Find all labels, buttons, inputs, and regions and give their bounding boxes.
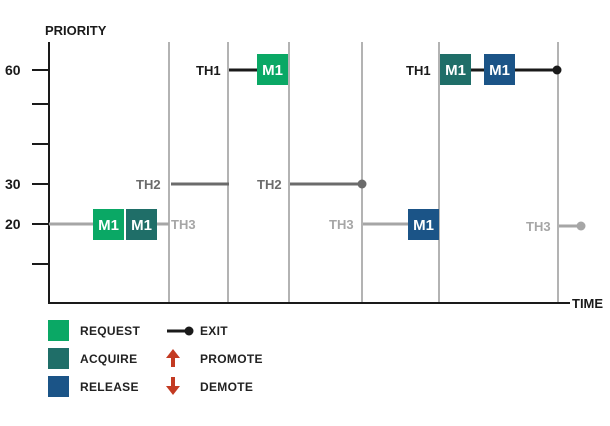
legend-promote-label: PROMOTE xyxy=(200,352,263,366)
legend-demote-label: DEMOTE xyxy=(200,380,253,394)
th2-label: TH2 xyxy=(257,177,282,192)
th1-label: TH1 xyxy=(196,63,221,78)
legend-release-swatch xyxy=(48,376,69,397)
th3-label: TH3 xyxy=(171,217,196,232)
legend-acquire-swatch xyxy=(48,348,69,369)
m1-request-box xyxy=(257,54,288,85)
legend-exit-label: EXIT xyxy=(200,324,228,338)
m1-request-label: M1 xyxy=(98,217,119,234)
promote-arrow-icon xyxy=(166,349,180,367)
th1-label: TH1 xyxy=(406,63,431,78)
legend-acquire-label: ACQUIRE xyxy=(80,352,137,366)
th2-exit-dot xyxy=(357,179,367,189)
m1-acquire-label: M1 xyxy=(131,217,152,234)
m1-request-label: M1 xyxy=(262,62,283,79)
m1-acquire-box xyxy=(126,209,157,240)
m1-release-box xyxy=(484,54,515,85)
th1-exit-dot xyxy=(552,65,562,75)
th3-label: TH3 xyxy=(526,219,551,234)
th3-label: TH3 xyxy=(329,217,354,232)
legend-request-swatch xyxy=(48,320,69,341)
x-axis-label: TIME xyxy=(572,296,603,311)
th3-exit-dot xyxy=(576,221,586,231)
y-tick-label-60: 60 xyxy=(5,62,21,78)
exit-dot-icon xyxy=(184,326,194,336)
demote-arrow-icon xyxy=(166,377,180,395)
legend-request-label: REQUEST xyxy=(80,324,140,338)
m1-release-label: M1 xyxy=(489,62,510,79)
legend: REQUEST ACQUIRE RELEASE EXIT PROMOTE DEM… xyxy=(48,320,263,397)
legend-release-label: RELEASE xyxy=(80,380,139,394)
y-ticks xyxy=(32,69,49,265)
y-tick-label-20: 20 xyxy=(5,216,21,232)
th2-label: TH2 xyxy=(136,177,161,192)
m1-acquire-label: M1 xyxy=(445,62,466,79)
m1-acquire-box xyxy=(440,54,471,85)
m1-release-box xyxy=(408,209,439,240)
m1-request-box xyxy=(93,209,124,240)
y-axis-label: PRIORITY xyxy=(45,23,107,38)
m1-release-label: M1 xyxy=(413,217,434,234)
time-gridlines xyxy=(168,42,559,303)
y-tick-label-30: 30 xyxy=(5,176,21,192)
